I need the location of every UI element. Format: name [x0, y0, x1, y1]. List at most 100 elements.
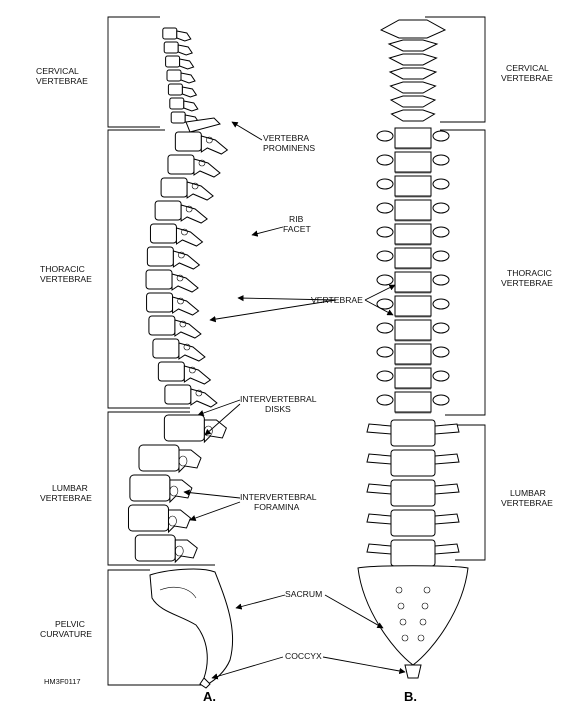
lateral-sacrum-detail	[159, 586, 197, 599]
posterior-transverse-process-right	[432, 394, 450, 406]
posterior-lumbar-process-left	[366, 513, 392, 525]
posterior-thoracic-body	[394, 247, 432, 269]
lateral-rib-facet	[176, 274, 184, 282]
lateral-rib-facet	[181, 228, 188, 236]
left-thoracic-label-line2: VERTEBRAE	[40, 274, 92, 284]
lateral-lumbar-process	[178, 449, 202, 474]
posterior-lumbar-process-right	[434, 453, 460, 465]
posterior-sacrum	[357, 565, 469, 666]
right-lumbar-label-line1: LUMBAR	[510, 488, 546, 498]
lateral-thoracic-body	[167, 154, 195, 175]
lateral-thoracic-process	[180, 204, 208, 224]
lateral-cervical-body	[165, 55, 181, 68]
intervertebral-disks-label-line2: DISKS	[265, 404, 291, 414]
posterior-transverse-process-right	[432, 130, 450, 142]
lateral-cervical-body	[167, 83, 183, 96]
posterior-cervical	[389, 81, 437, 94]
rib-facet-label-line2: FACET	[283, 224, 311, 234]
lateral-lumbar-body	[127, 504, 169, 532]
intervertebral-disks-label-line1: INTERVERTEBRAL	[240, 394, 317, 404]
lateral-lumbar-body	[129, 474, 171, 502]
posterior-thoracic-body	[394, 199, 432, 221]
lateral-rib-facet	[191, 182, 199, 190]
lateral-sacrum	[149, 568, 234, 685]
lateral-lumbar-body	[138, 444, 180, 472]
posterior-transverse-process-right	[432, 370, 450, 382]
posterior-cervical	[389, 95, 437, 108]
posterior-sacral-foramen	[395, 586, 403, 594]
left-pelvic-label-line2: CURVATURE	[40, 629, 92, 639]
posterior-transverse-process-left	[376, 202, 394, 214]
posterior-lumbar-process-left	[366, 483, 392, 495]
lateral-rib-facet	[183, 343, 191, 351]
posterior-lumbar-body	[390, 449, 436, 477]
posterior-transverse-process-left	[376, 322, 394, 334]
posterior-transverse-process-right	[432, 178, 450, 190]
lateral-rib-facet	[179, 320, 187, 328]
callout-arrows	[183, 121, 406, 680]
vertebra-prominens-label-line2: PROMINENS	[263, 143, 315, 153]
posterior-transverse-process-left	[376, 178, 394, 190]
posterior-lumbar-body	[390, 539, 436, 567]
lateral-thoracic-process	[178, 342, 206, 362]
lateral-thoracic-body	[157, 361, 185, 382]
posterior-cervical	[388, 67, 438, 80]
lateral-cervical-process	[183, 100, 199, 112]
lateral-thoracic-body	[160, 177, 188, 198]
posterior-thoracic-body	[394, 319, 432, 341]
sacrum-label: SACRUM	[285, 589, 322, 599]
lateral-thoracic-process	[172, 250, 201, 270]
posterior-sacral-foramen	[423, 586, 431, 594]
posterior-transverse-process-left	[376, 394, 394, 406]
posterior-transverse-process-right	[432, 202, 450, 214]
left-thoracic-label-line1: THORACIC	[40, 264, 85, 274]
right-thoracic-label-line2: VERTEBRAE	[501, 278, 553, 288]
lateral-foramen	[174, 545, 184, 557]
lateral-thoracic-process	[186, 181, 214, 201]
lateral-lumbar-body	[134, 534, 176, 562]
posterior-transverse-process-left	[376, 298, 394, 310]
posterior-lumbar-process-left	[366, 453, 392, 465]
view-a-label: A.	[203, 689, 216, 704]
lateral-lumbar-process	[167, 509, 192, 534]
posterior-transverse-process-right	[432, 322, 450, 334]
lateral-cervical-body	[170, 111, 186, 124]
lateral-thoracic-process	[174, 319, 202, 339]
right-region-brackets	[425, 16, 486, 561]
posterior-cervical	[387, 39, 439, 52]
lateral-thoracic-body	[152, 338, 180, 359]
posterior-sacral-foramen	[417, 634, 425, 642]
vertebra-prominens-label-line1: VERTEBRA	[263, 133, 309, 143]
posterior-thoracic-body	[394, 127, 432, 149]
posterior-lumbar-body	[390, 419, 436, 447]
posterior-lumbar-body	[390, 479, 436, 507]
posterior-lumbar-process-right	[434, 513, 460, 525]
posterior-thoracic-body	[394, 295, 432, 317]
lateral-rib-facet	[178, 251, 185, 259]
lateral-thoracic-process	[175, 227, 204, 247]
lateral-foramen	[204, 425, 213, 437]
lateral-cervical-body	[163, 41, 179, 54]
lateral-vertebra-prominens	[185, 117, 221, 133]
posterior-transverse-process-left	[376, 250, 394, 262]
lateral-thoracic-body	[154, 200, 182, 221]
posterior-transverse-process-left	[376, 154, 394, 166]
right-cervical-label-line1: CERVICAL	[506, 63, 549, 73]
lateral-spine	[127, 27, 234, 689]
lateral-thoracic-process	[190, 388, 218, 408]
lateral-thoracic-body	[174, 131, 202, 152]
lateral-thoracic-body	[146, 292, 174, 313]
posterior-transverse-process-right	[432, 298, 450, 310]
left-cervical-label-line2: VERTEBRAE	[36, 76, 88, 86]
posterior-thoracic-body	[394, 391, 432, 413]
lateral-rib-facet	[177, 297, 184, 305]
posterior-lumbar-body	[390, 509, 436, 537]
posterior-lumbar-process-right	[434, 483, 460, 495]
left-lumbar-label-line2: VERTEBRAE	[40, 493, 92, 503]
right-cervical-label-line2: VERTEBRAE	[501, 73, 553, 83]
posterior-transverse-process-left	[376, 346, 394, 358]
lateral-thoracic-body	[146, 246, 174, 267]
intervertebral-foramina-label-line2: FORAMINA	[254, 502, 300, 512]
lateral-thoracic-process	[200, 135, 229, 155]
lateral-lumbar-process	[169, 479, 193, 504]
